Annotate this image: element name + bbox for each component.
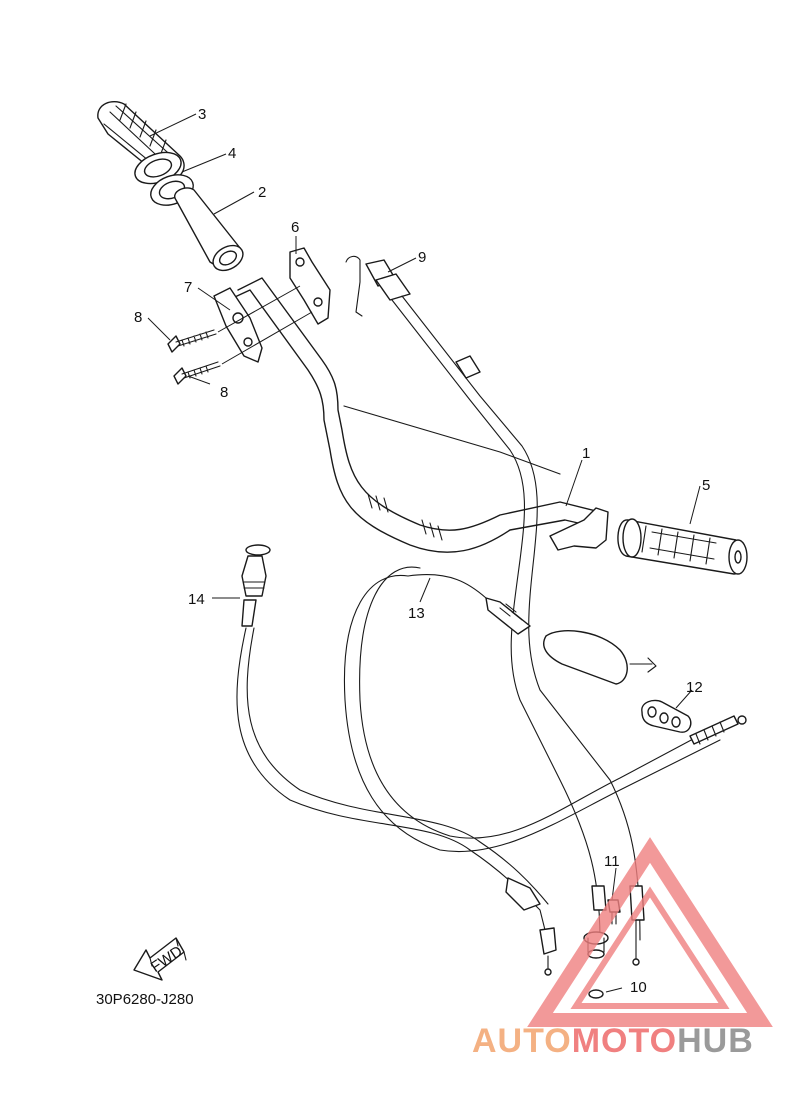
- callout-2: 2: [258, 184, 266, 201]
- diagram-code: 30P6280-J280: [96, 991, 194, 1008]
- callout-labels: 3 4 2 5 1 6 7 8 8 9 10 11 12 13 14: [134, 106, 710, 996]
- bolt-upper: [167, 329, 217, 353]
- right-grip: [617, 518, 748, 575]
- callout-5: 5: [702, 477, 710, 494]
- fwd-arrow-icon: FWD: [133, 937, 187, 981]
- callout-10: 10: [630, 979, 647, 996]
- callout-7: 7: [184, 279, 192, 296]
- callout-1: 1: [582, 445, 590, 462]
- callout-6: 6: [291, 219, 299, 236]
- callout-9: 9: [418, 249, 426, 266]
- throttle-cables: [345, 255, 641, 941]
- throttle-tube: [174, 187, 244, 272]
- throttle-housing: [549, 507, 609, 551]
- callout-4: 4: [228, 145, 236, 162]
- watermark-part3: HUB: [677, 1022, 754, 1060]
- callout-8-lower: 8: [220, 384, 228, 401]
- watermark-part1: AUTO: [472, 1022, 572, 1060]
- callout-11: 11: [604, 853, 620, 870]
- circlip: [588, 989, 604, 999]
- choke-cable: [236, 544, 557, 976]
- callout-8-upper: 8: [134, 309, 142, 326]
- watermark-text: AUTOMOTOHUB: [472, 1022, 754, 1060]
- watermark-logo: [527, 837, 773, 1027]
- cable-holder: [641, 699, 692, 733]
- callout-14: 14: [188, 591, 205, 608]
- handlebar: [223, 277, 601, 553]
- callout-13: 13: [408, 605, 425, 622]
- watermark-part2: MOTO: [572, 1022, 677, 1060]
- bolt-lower: [173, 361, 221, 385]
- clutch-cable: [343, 566, 747, 853]
- handlebar-lower-holder: [213, 287, 263, 363]
- callout-3: 3: [198, 106, 206, 123]
- handlebar-upper-holder: [289, 247, 331, 325]
- callout-12: 12: [686, 679, 703, 696]
- leader-lines: [147, 113, 701, 993]
